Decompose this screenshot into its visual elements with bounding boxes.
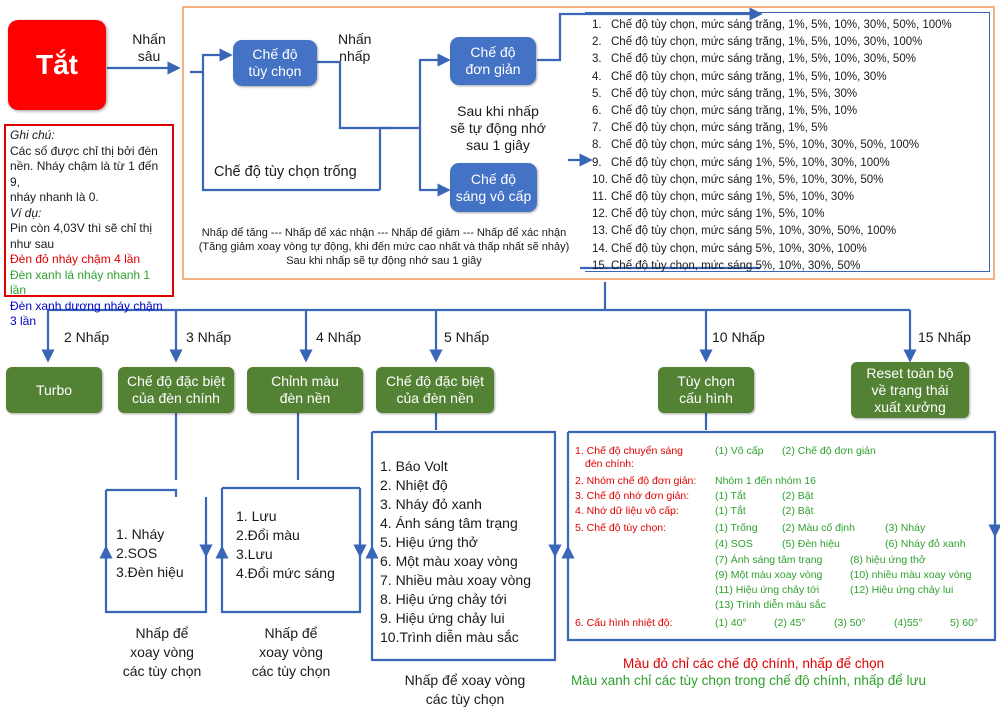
example-green: Đèn xanh lá nháy nhanh 1 lần	[10, 267, 151, 298]
brightness-level-number: 7.	[592, 122, 602, 135]
config-3-label: 3. Chế độ nhớ đơn giản:	[575, 490, 690, 502]
notes-title: Ghi chú:	[10, 128, 55, 142]
brightness-level-text: Chế độ tùy chọn, mức sáng 5%, 10%, 30%, …	[611, 225, 897, 238]
stepless-instructions: Nhấp để tăng --- Nhấp để xác nhận --- Nh…	[198, 227, 570, 267]
branch-label-3-clicks: 3 Nhấp	[186, 329, 232, 345]
brightness-level-number: 3.	[592, 53, 602, 66]
brightness-level-number: 5.	[592, 87, 602, 100]
brightness-level-text: Chế độ tùy chọn, mức sáng 1%, 5%, 10%, 3…	[611, 139, 920, 152]
brightness-level-text: Chế độ tùy chọn, mức sáng 1%, 5%, 10%, 3…	[611, 173, 884, 186]
main-special-note: Nhấp để xoay vòng các tùy chọn	[122, 625, 202, 679]
brightness-level-number: 11.	[592, 191, 608, 204]
press-label: Nhấn nhấp	[338, 31, 372, 64]
bg-special-note: Nhấp để xoay vòng các tùy chọn	[404, 672, 526, 707]
config-2-label: 2. Nhóm chế độ đơn giản:	[575, 475, 697, 487]
brightness-level-number: 6.	[592, 105, 602, 118]
brightness-level-item: 10.Chế độ tùy chọn, mức sáng 1%, 5%, 10%…	[592, 172, 952, 189]
brightness-level-list-frame	[585, 12, 990, 272]
bg-color-note: Nhấp để xoay vòng các tùy chọn	[251, 625, 331, 679]
main-modes-frame	[182, 6, 995, 280]
brightness-level-item: 9. Chế độ tùy chọn, mức sáng 1%, 5%, 10%,…	[592, 155, 952, 172]
brightness-level-text: Chế độ tùy chọn, mức sáng trăng, 1%, 5%,…	[611, 70, 887, 83]
empty-custom-label: Chế độ tùy chọn trống	[214, 164, 357, 180]
brightness-level-number: 8.	[592, 139, 602, 152]
brightness-level-text: Chế độ tùy chọn, mức sáng 1%, 5%, 10%, 3…	[611, 156, 890, 169]
bg-color-list: 1. Lưu 2.Đổi màu 3.Lưu 4.Đổi mức sáng	[236, 508, 335, 581]
example-blue-1: Đèn xanh dương nháy chậm	[10, 298, 163, 313]
example-red: Đèn đỏ nháy chậm 4 lần	[10, 252, 141, 266]
brightness-level-text: Chế độ tùy chọn, mức sáng trăng, 1%, 5%,…	[611, 19, 952, 31]
config-6-label: 6. Cấu hình nhiệt độ:	[575, 617, 673, 629]
config-4-label: 4. Nhớ dữ liệu vô cấp:	[575, 505, 679, 517]
brightness-level-number: 13.	[592, 225, 608, 238]
bg-special-list: 1. Báo Volt 2. Nhiệt độ 3. Nháy đỏ xanh …	[380, 458, 531, 645]
off-state-label: Tắt	[36, 49, 78, 80]
brightness-level-number: 1.	[592, 19, 602, 31]
legend-red: Màu đỏ chỉ các chế độ chính, nhấp để chọ…	[623, 656, 885, 671]
notes-box: Ghi chú: Các số được chỉ thị bởi đèn nền…	[4, 124, 174, 328]
brightness-level-number: 9.	[592, 156, 602, 169]
legend-green: Màu xanh chỉ các tùy chọn trong chế độ c…	[571, 673, 927, 688]
config-5-label: 5. Chế độ tùy chọn:	[575, 522, 667, 534]
branch-label-5-clicks: 5 Nhấp	[444, 329, 490, 345]
brightness-level-item: 8. Chế độ tùy chọn, mức sáng 1%, 5%, 10%,…	[592, 137, 952, 154]
brightness-level-number: 10.	[592, 173, 608, 186]
brightness-level-item: 13.Chế độ tùy chọn, mức sáng 5%, 10%, 30…	[592, 223, 952, 240]
brightness-level-text: Chế độ tùy chọn, mức sáng 5%, 10%, 30%, …	[611, 259, 861, 272]
brightness-level-number: 4.	[592, 70, 602, 83]
brightness-level-number: 14.	[592, 242, 608, 255]
config-1-label-2: đèn chính:	[585, 458, 635, 470]
brightness-level-text: Chế độ tùy chọn, mức sáng 1%, 5%, 10%	[611, 208, 825, 221]
auto-save-note: Sau khi nhấp sẽ tự động nhớ sau 1 giây	[450, 103, 546, 153]
brightness-level-number: 12.	[592, 208, 608, 221]
brightness-level-text: Chế độ tùy chọn, mức sáng trăng, 1%, 5%,…	[611, 87, 858, 100]
brightness-level-item: 2. Chế độ tùy chọn, mức sáng trăng, 1%, 5…	[592, 34, 952, 51]
brightness-level-text: Chế độ tùy chọn, mức sáng 5%, 10%, 30%, …	[611, 242, 867, 255]
brightness-level-text: Chế độ tùy chọn, mức sáng trăng, 1%, 5%,…	[611, 105, 858, 118]
brightness-level-item: 12.Chế độ tùy chọn, mức sáng 1%, 5%, 10%	[592, 206, 952, 223]
main-special-list: 1. Nháy 2.SOS 3.Đèn hiệu	[116, 526, 184, 580]
brightness-level-number: 2.	[592, 36, 602, 49]
brightness-level-item: 14.Chế độ tùy chọn, mức sáng 5%, 10%, 30…	[592, 241, 952, 258]
branch-label-4-clicks: 4 Nhấp	[316, 329, 362, 345]
turbo-box: Turbo	[6, 367, 102, 413]
brightness-level-item: 15.Chế độ tùy chọn, mức sáng 5%, 10%, 30…	[592, 258, 952, 275]
brightness-level-item: 6. Chế độ tùy chọn, mức sáng trăng, 1%, 5…	[592, 103, 952, 120]
brightness-level-item: 3. Chế độ tùy chọn, mức sáng trăng, 1%, 5…	[592, 51, 952, 68]
brightness-level-item: 1. Chế độ tùy chọn, mức sáng trăng, 1%, 5…	[592, 17, 952, 34]
branch-label-2-clicks: 2 Nhấp	[64, 329, 110, 345]
brightness-level-item: 7. Chế độ tùy chọn, mức sáng trăng, 1%, 5…	[592, 120, 952, 137]
config-1-label: 1. Chế độ chuyển sáng	[575, 445, 683, 457]
example-blue-2: 3 lần	[10, 314, 37, 328]
brightness-level-text: Chế độ tùy chọn, mức sáng 1%, 5%, 10%, 3…	[611, 191, 854, 204]
example-title: Ví dụ:	[10, 205, 42, 220]
brightness-level-text: Chế độ tùy chọn, mức sáng trăng, 1%, 5%,…	[611, 53, 916, 66]
branch-label-15-clicks: 15 Nhấp	[918, 329, 971, 345]
brightness-level-text: Chế độ tùy chọn, mức sáng trăng, 1%, 5%	[611, 122, 828, 135]
brightness-level-item: 5. Chế độ tùy chọn, mức sáng trăng, 1%, 5…	[592, 86, 952, 103]
long-press-label: Nhấn sâu	[132, 31, 166, 64]
brightness-level-text: Chế độ tùy chọn, mức sáng trăng, 1%, 5%,…	[611, 36, 923, 49]
branch-label-10-clicks: 10 Nhấp	[712, 329, 765, 345]
brightness-level-list: 1. Chế độ tùy chọn, mức sáng trăng, 1%, 5…	[592, 17, 952, 275]
brightness-level-number: 15.	[592, 259, 608, 272]
off-state-box: Tắt	[8, 20, 106, 110]
brightness-level-item: 4. Chế độ tùy chọn, mức sáng trăng, 1%, 5…	[592, 69, 952, 86]
brightness-level-item: 11.Chế độ tùy chọn, mức sáng 1%, 5%, 10%…	[592, 189, 952, 206]
